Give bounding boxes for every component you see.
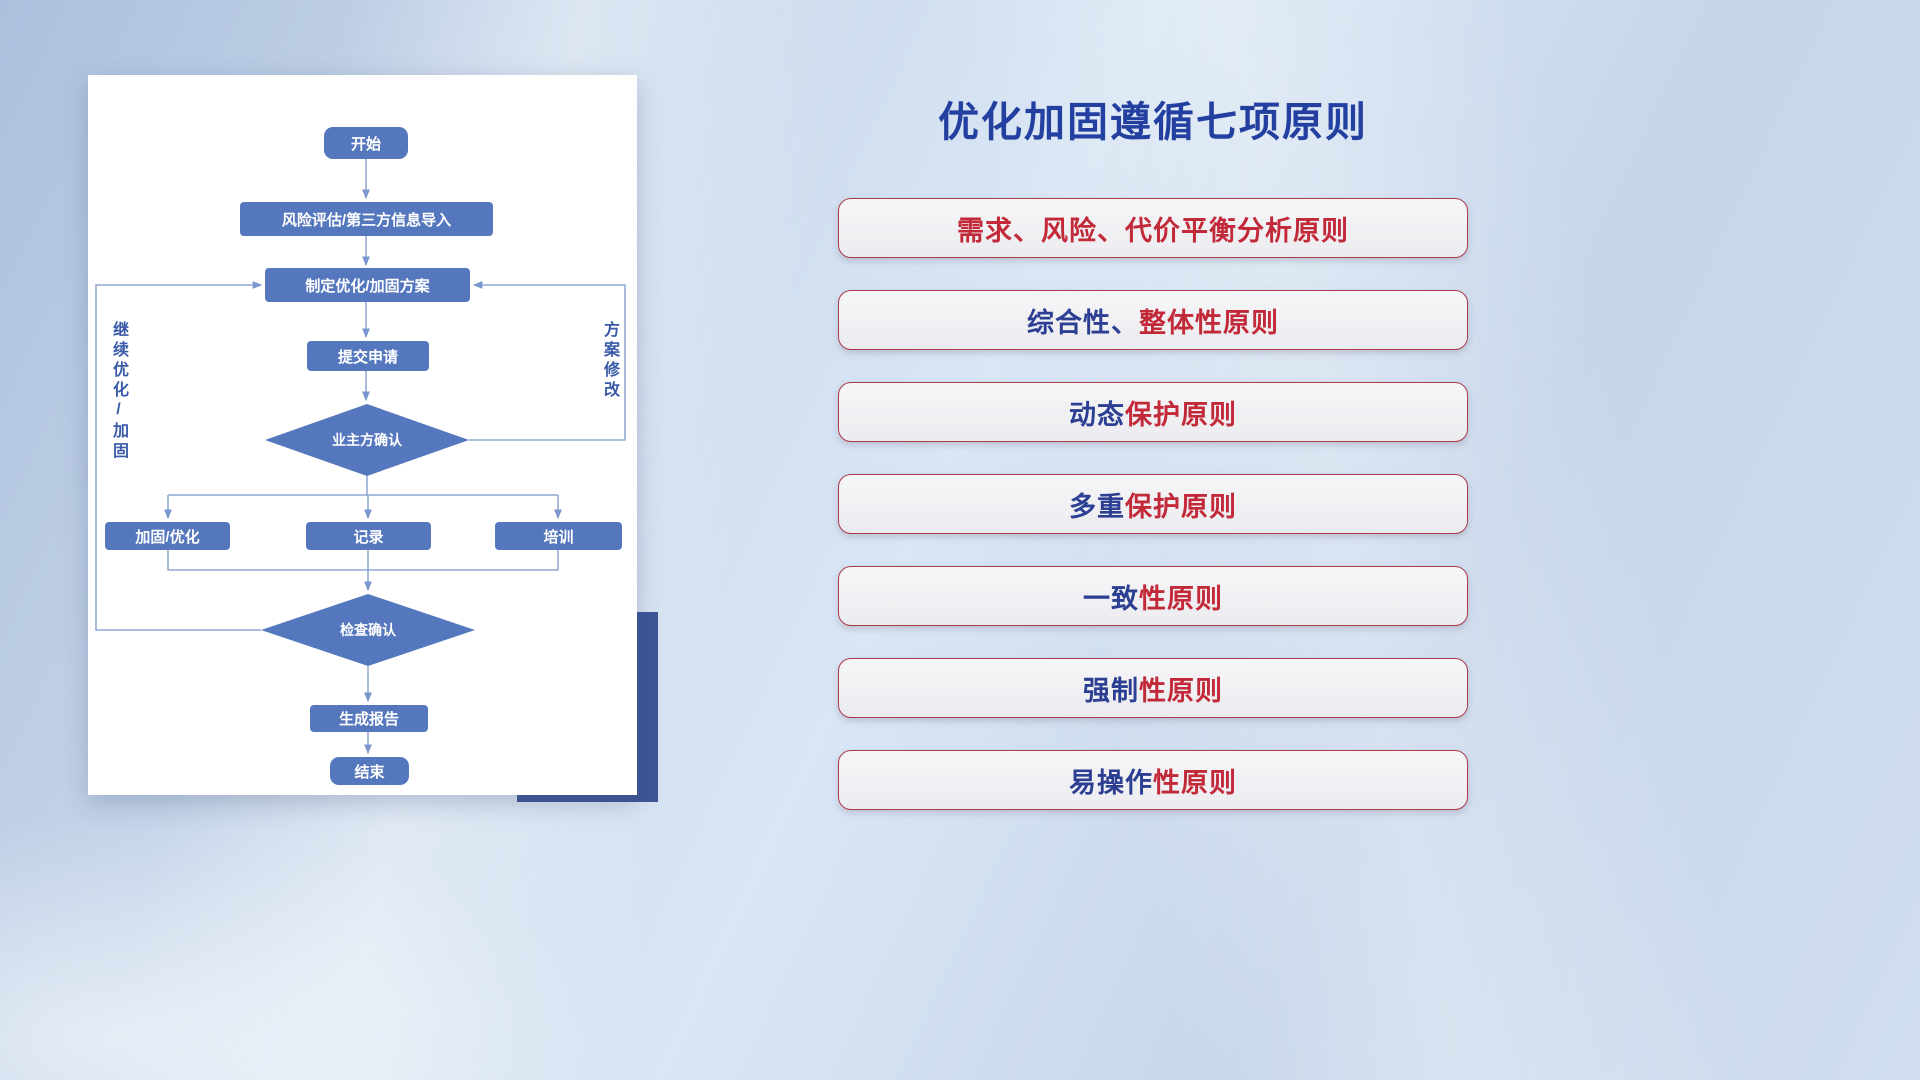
principle-1-suffix: 需求、风险、代价平衡分析原则 [957, 215, 1349, 246]
flow-edge-label-plan-revise: 方案修改 [601, 321, 618, 401]
flow-edge-label-continue-loop: 继续优化/加固 [110, 321, 127, 462]
flowchart-card: 开始 风险评估/第三方信息导入 制定优化/加固方案 提交申请 业主方确认 加固/… [88, 75, 637, 795]
flow-node-risk-assess: 风险评估/第三方信息导入 [240, 202, 493, 236]
principle-4-suffix: 保护原则 [1125, 491, 1237, 522]
principle-6-prefix: 强制 [1083, 675, 1139, 706]
flow-node-reinforce: 加固/优化 [105, 522, 230, 550]
principle-3-prefix: 动态 [1069, 399, 1125, 430]
principle-5-prefix: 一致 [1083, 583, 1139, 614]
principles-list: 需求、风险、代价平衡分析原则 综合性、 整体性原则 动态 保护原则 多重 保护原… [838, 198, 1468, 810]
principle-4-prefix: 多重 [1069, 491, 1125, 522]
flow-node-start: 开始 [324, 127, 408, 159]
principle-7-suffix: 性原则 [1153, 767, 1237, 798]
principle-2-suffix: 整体性原则 [1139, 307, 1279, 338]
flow-node-record: 记录 [306, 522, 431, 550]
flowchart-connectors [95, 159, 626, 755]
principle-6-suffix: 性原则 [1139, 675, 1223, 706]
principle-item-7: 易操作 性原则 [838, 750, 1468, 810]
flow-node-report: 生成报告 [310, 705, 428, 732]
principle-item-1: 需求、风险、代价平衡分析原则 [838, 198, 1468, 258]
principle-5-suffix: 性原则 [1139, 583, 1223, 614]
flow-node-submit: 提交申请 [307, 341, 429, 371]
principle-7-prefix: 易操作 [1069, 767, 1153, 798]
principle-item-4: 多重 保护原则 [838, 474, 1468, 534]
principle-item-3: 动态 保护原则 [838, 382, 1468, 442]
flow-node-make-plan: 制定优化/加固方案 [265, 268, 470, 302]
principle-item-2: 综合性、 整体性原则 [838, 290, 1468, 350]
principle-3-suffix: 保护原则 [1125, 399, 1237, 430]
flow-node-end: 结束 [330, 757, 409, 785]
principle-item-6: 强制 性原则 [838, 658, 1468, 718]
flow-node-training: 培训 [495, 522, 622, 550]
slide-title: 优化加固遵循七项原则 [938, 99, 1368, 145]
principle-2-prefix: 综合性、 [1027, 307, 1139, 338]
principle-item-5: 一致 性原则 [838, 566, 1468, 626]
